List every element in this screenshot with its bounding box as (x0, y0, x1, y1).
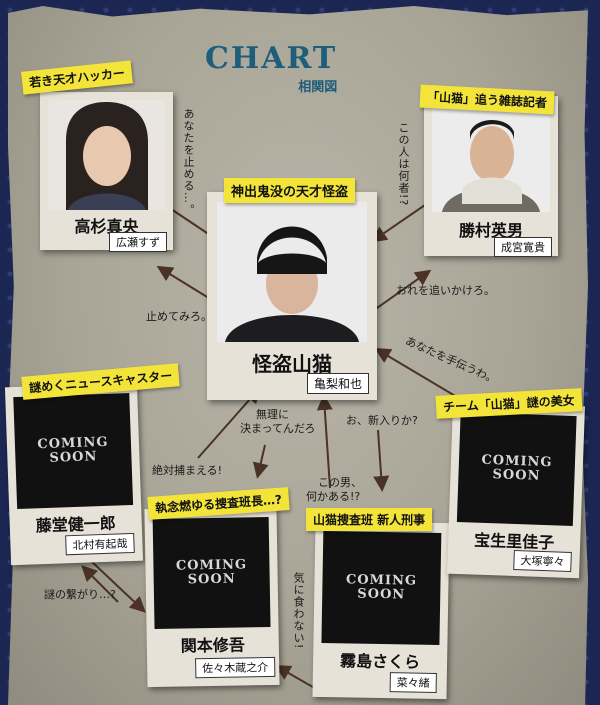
portrait-katsumura (432, 104, 550, 212)
placeholder-sekimoto: COMING SOON (152, 516, 271, 630)
actor-takasugi: 広瀬すず (109, 232, 167, 252)
portrait-yamaneko (217, 202, 367, 342)
tag-kirishima: 山猫捜査班 新人刑事 (306, 508, 433, 531)
arrow-left-bottom-left-a (81, 565, 119, 603)
arrow-left-bottom-left-b (89, 559, 146, 613)
coming-soon-hosho: COMING SOON (481, 452, 553, 484)
arrow-center-to-top-left (156, 265, 213, 301)
actor-yamaneko: 亀梨和也 (306, 373, 369, 394)
portrait-takasugi (48, 100, 165, 210)
placeholder-kirishima: COMING SOON (321, 530, 442, 646)
name-takasugi: 高杉真央 (74, 217, 139, 236)
arrow-right-to-center (374, 347, 463, 401)
relation-r2: この人は何者!? (397, 122, 410, 207)
portrait-figure (66, 102, 148, 210)
coming-soon-kirishima: COMING SOON (345, 572, 418, 603)
chart-header: CHART 相関図 (205, 41, 338, 96)
relation-r6: 無理に (256, 408, 289, 421)
relation-r3: 止めてみろ。 (146, 310, 212, 323)
arrow-center-to-bottom-mid (373, 429, 390, 492)
relation-r6b: 決まってんだろ (240, 422, 316, 435)
portrait-figure (442, 120, 540, 212)
tag-yamaneko: 神出鬼没の天才怪盗 (224, 178, 356, 203)
name-katsumura: 勝村英男 (458, 221, 523, 240)
actor-todo: 北村有起哉 (65, 532, 135, 556)
relation-r11: 気に食わない! (292, 572, 305, 650)
arrow-bottom-mid-to-bottom-left (274, 665, 319, 691)
chart-title: CHART (205, 41, 338, 76)
relation-r4: おれを追いかけろ。 (396, 284, 495, 297)
arrow-bottom-mid-to-center (316, 394, 333, 489)
relation-r8: 絶対捕まえる! (152, 464, 223, 477)
card-todo: COMING SOON 藤堂健一郎 北村有起哉 (4, 382, 144, 566)
relation-r7: お、新入りか? (346, 414, 418, 427)
placeholder-hosho: COMING SOON (456, 412, 577, 527)
actor-sekimoto: 佐々木蔵之介 (195, 656, 276, 679)
relation-r1: あなたを止める…。 (182, 108, 195, 216)
arrow-bottom-left-to-center (197, 387, 261, 459)
name-sekimoto: 関本修吾 (180, 635, 246, 656)
portrait-figure (225, 226, 359, 342)
coming-soon-sekimoto: COMING SOON (175, 557, 248, 588)
relation-r10: 謎の繋がり…? (44, 588, 116, 601)
arrow-center-to-bottom-left (252, 444, 269, 479)
relation-r9: この男、 (318, 476, 362, 489)
actor-hosho: 大塚寧々 (513, 549, 572, 572)
card-kirishima: COMING SOON 霧島さくら 菜々緒 (312, 520, 450, 700)
card-sekimoto: COMING SOON 関本修吾 佐々木蔵之介 (144, 506, 280, 688)
card-takasugi: 高杉真央 広瀬すず (40, 92, 173, 252)
coming-soon-todo: COMING SOON (37, 434, 109, 466)
card-hosho: COMING SOON 宝生里佳子 大塚寧々 (447, 401, 585, 579)
card-yamaneko: 怪盗山猫 亀梨和也 (207, 192, 377, 400)
relation-r9b: 何かある!? (306, 490, 361, 503)
chart-subtitle: 相関図 (298, 80, 338, 95)
arrow-top-right-to-center (370, 204, 426, 243)
actor-katsumura: 成宮寛貴 (494, 237, 552, 257)
actor-kirishima: 菜々緒 (389, 672, 437, 693)
card-katsumura: 勝村英男 成宮寛貴 (424, 96, 558, 257)
name-yamaneko: 怪盗山猫 (252, 352, 332, 376)
name-kirishima: 霧島さくら (339, 651, 421, 672)
placeholder-todo: COMING SOON (13, 393, 134, 510)
